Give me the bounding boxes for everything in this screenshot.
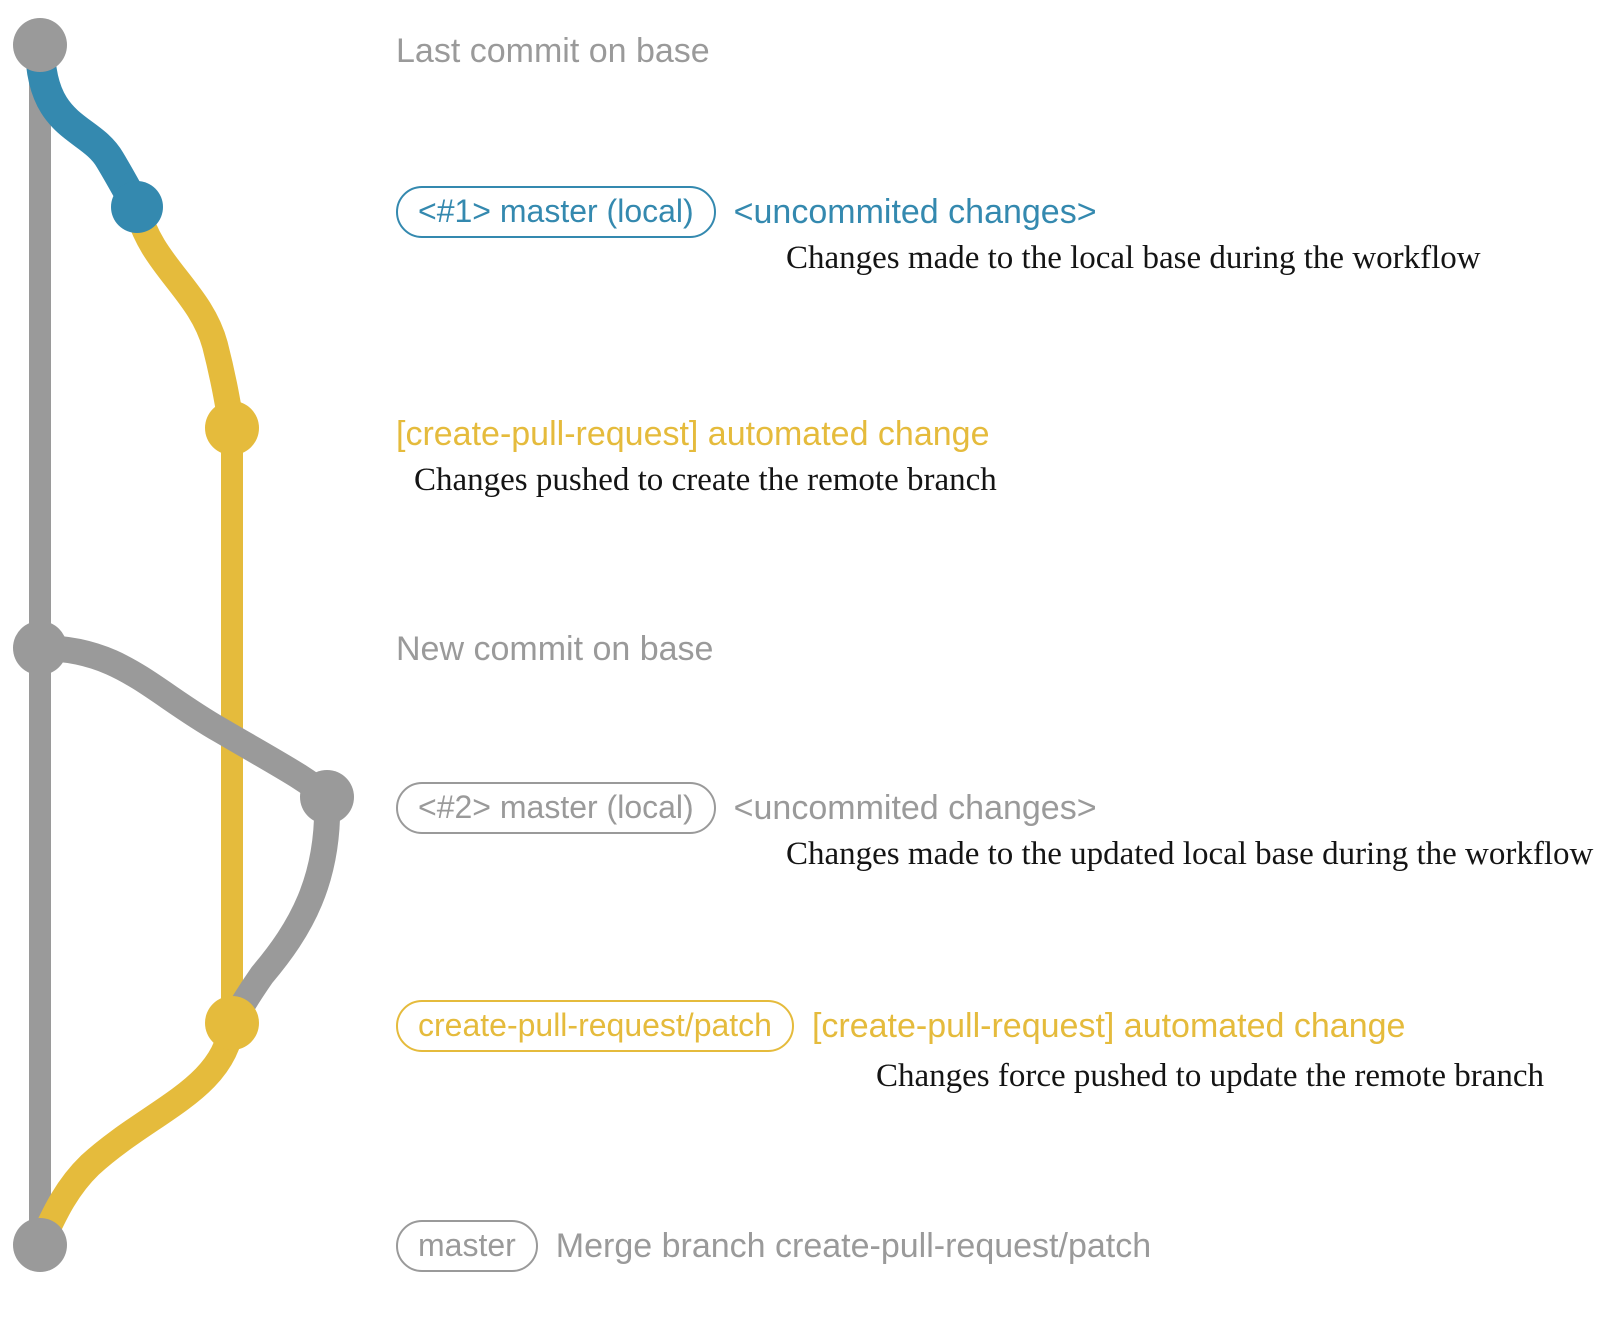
commit-node-base-last[interactable] [13, 18, 67, 72]
commit-subject-merge: Merge branch create-pull-request/patch [555, 1226, 1152, 1265]
description-local-change-2: Changes made to the updated local base d… [786, 836, 1594, 872]
commit-node-patch-create[interactable] [205, 401, 259, 455]
row-automated-change-2: create-pull-request/patch [create-pull-r… [396, 1000, 1405, 1052]
edge-local1-to-patch1 [124, 194, 245, 441]
edge-basenew-to-local2 [27, 635, 340, 810]
commit-subject-uncommited-1: <uncommited changes> [733, 192, 1097, 231]
row-automated-change-1: [create-pull-request] automated change [396, 412, 989, 454]
commit-subject-last-commit: Last commit on base [396, 32, 710, 70]
commit-subject-new-commit: New commit on base [396, 630, 714, 668]
edge-local2-to-patch2 [219, 784, 341, 1036]
commit-node-local-1[interactable] [111, 181, 163, 233]
commit-subject-automated-1: [create-pull-request] automated change [396, 415, 990, 453]
row-new-commit-on-base: New commit on base [396, 630, 713, 669]
ref-badge-master-local-1[interactable]: <#1> master (local) [396, 186, 716, 238]
edge-patch2-to-merge [27, 1010, 245, 1258]
commit-subject-uncommited-2: <uncommited changes> [733, 788, 1097, 827]
row-merge-commit: master Merge branch create-pull-request/… [396, 1220, 1151, 1272]
commit-node-local-2[interactable] [300, 770, 354, 824]
commit-node-patch-force[interactable] [205, 996, 259, 1050]
edge-base-to-local1 [25, 30, 152, 222]
ref-badge-master-local-2[interactable]: <#2> master (local) [396, 782, 716, 834]
row-local-change-2: <#2> master (local) <uncommited changes> [396, 782, 1097, 834]
row-local-change-1: <#1> master (local) <uncommited changes> [396, 186, 1097, 238]
commit-node-base-new[interactable] [13, 621, 67, 675]
commit-node-master-merge[interactable] [13, 1218, 67, 1272]
commit-subject-automated-2: [create-pull-request] automated change [811, 1006, 1406, 1045]
ref-badge-master[interactable]: master [396, 1220, 538, 1272]
row-last-commit-on-base: Last commit on base [396, 32, 710, 71]
description-automated-change-2: Changes force pushed to update the remot… [876, 1058, 1545, 1094]
description-automated-change-1: Changes pushed to create the remote bran… [414, 462, 997, 498]
ref-badge-create-pull-request-patch[interactable]: create-pull-request/patch [396, 1000, 794, 1052]
description-local-change-1: Changes made to the local base during th… [786, 240, 1481, 276]
